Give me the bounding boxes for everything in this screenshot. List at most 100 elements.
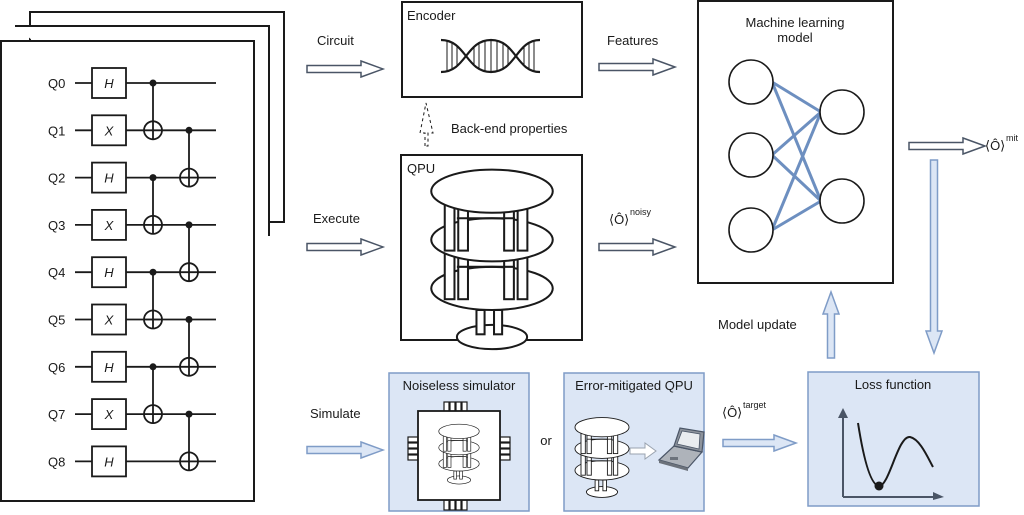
encoder-title: Encoder [407,8,456,23]
circuit-arrow [306,59,386,79]
gate-box [91,67,127,99]
backend-dashed-arrow [419,102,434,147]
dna-icon [440,38,541,74]
small-qpu-icon [574,417,657,498]
gate-label: H [104,265,114,280]
ml-title-line1: Machine learning [745,15,844,30]
to-laptop-arrow [629,442,657,460]
qpu-pillar [453,470,457,480]
minimum-point [874,481,884,491]
features-label: Features [607,33,659,48]
control-dot [149,363,157,371]
nn-edge [770,81,823,202]
qpu-pillar [493,308,504,336]
observable-symbol: ⟨Ô⟩ [722,405,742,420]
mitigated-observable-arrow [908,136,988,156]
qpu-pillar [594,479,600,492]
chip-qpu-icon [438,423,480,485]
observable-symbol: ⟨Ô⟩ [609,212,629,227]
control-dot [185,316,193,323]
model-update-label: Model update [718,317,797,332]
qubit-label: Q8 [48,454,65,469]
gate-box [91,256,127,289]
qubit-label: Q0 [48,76,65,91]
gate-box [91,398,127,431]
nn-edge [771,80,822,114]
qpu-plate [438,423,480,439]
qpu-cryostat-icon [430,168,554,351]
gate-label: H [104,76,114,91]
nn-edge [771,199,822,232]
encoder-box: Encoder [401,1,583,98]
chip-pin [461,499,468,511]
chip-pin [499,448,511,455]
target-observable-arrow [722,433,799,453]
observable-noisy: ⟨Ô⟩ noisy [609,207,652,227]
control-dot [185,126,193,134]
nn-output-node [819,178,865,224]
qpu-pillar [459,470,463,480]
gate-box [91,208,127,241]
control-dot [149,79,157,87]
nn-edge [770,153,823,203]
gate-label: X [104,407,115,422]
gate-label: X [104,218,115,233]
gate-label: X [104,123,115,138]
chip-pin [499,454,511,461]
gate-box [91,114,127,147]
loss-title: Loss function [855,377,932,392]
error-mitigated-qpu-box: Error-mitigated QPU [563,372,705,512]
control-dot [149,268,157,276]
neural-network-icon [728,59,865,253]
chip-icon [407,401,511,511]
chip-pin [407,442,419,449]
gate-box [91,445,127,478]
circuit-label: Circuit [317,33,354,48]
gate-label: X [104,313,115,328]
qubit-label: Q6 [48,360,65,375]
observable-target: ⟨Ô⟩ target [722,400,767,420]
features-arrow [598,57,678,77]
laptop-icon [657,427,705,471]
loss-feedback-arrow [924,159,944,356]
execute-label: Execute [313,211,360,226]
qpu-plate [455,323,529,351]
qubit-label: Q5 [48,313,65,328]
nn-edge [771,110,822,157]
circuit-page [0,40,255,502]
chip-pin [455,499,462,511]
gate-box [91,303,127,336]
qpu-plate [446,475,472,485]
chip-pin [407,454,419,461]
simulate-arrow [306,440,386,460]
ml-title-line2: model [777,30,813,45]
qpu-pillar [475,308,486,336]
qpu-box: QPU [400,154,583,351]
error-mitigated-title: Error-mitigated QPU [575,378,693,393]
observable-noisy-superscript: noisy [630,207,652,217]
gate-box [91,350,127,383]
qpu-title: QPU [407,161,435,176]
ml-model-box: Machine learning model [697,0,894,284]
nn-output-node [819,89,865,135]
circuit-stack [0,11,285,502]
qpu-plate [574,417,630,438]
qubit-label: Q3 [48,218,65,233]
nn-input-node [728,132,774,178]
qubit-label: Q4 [48,265,65,280]
model-update-arrow [821,289,841,359]
gate-label: H [104,171,114,186]
observable-symbol: ⟨Ô⟩ [985,138,1005,153]
chip-pin [499,442,511,449]
observable-target-superscript: target [743,400,767,410]
chip-pin [407,448,419,455]
qubit-label: Q1 [48,123,65,138]
nn-edge [770,111,823,231]
simulate-label: Simulate [310,406,361,421]
qpu-pillar [602,479,607,492]
qpu-plate [430,168,554,214]
chip-pin [407,436,419,443]
gate-box [91,161,127,194]
